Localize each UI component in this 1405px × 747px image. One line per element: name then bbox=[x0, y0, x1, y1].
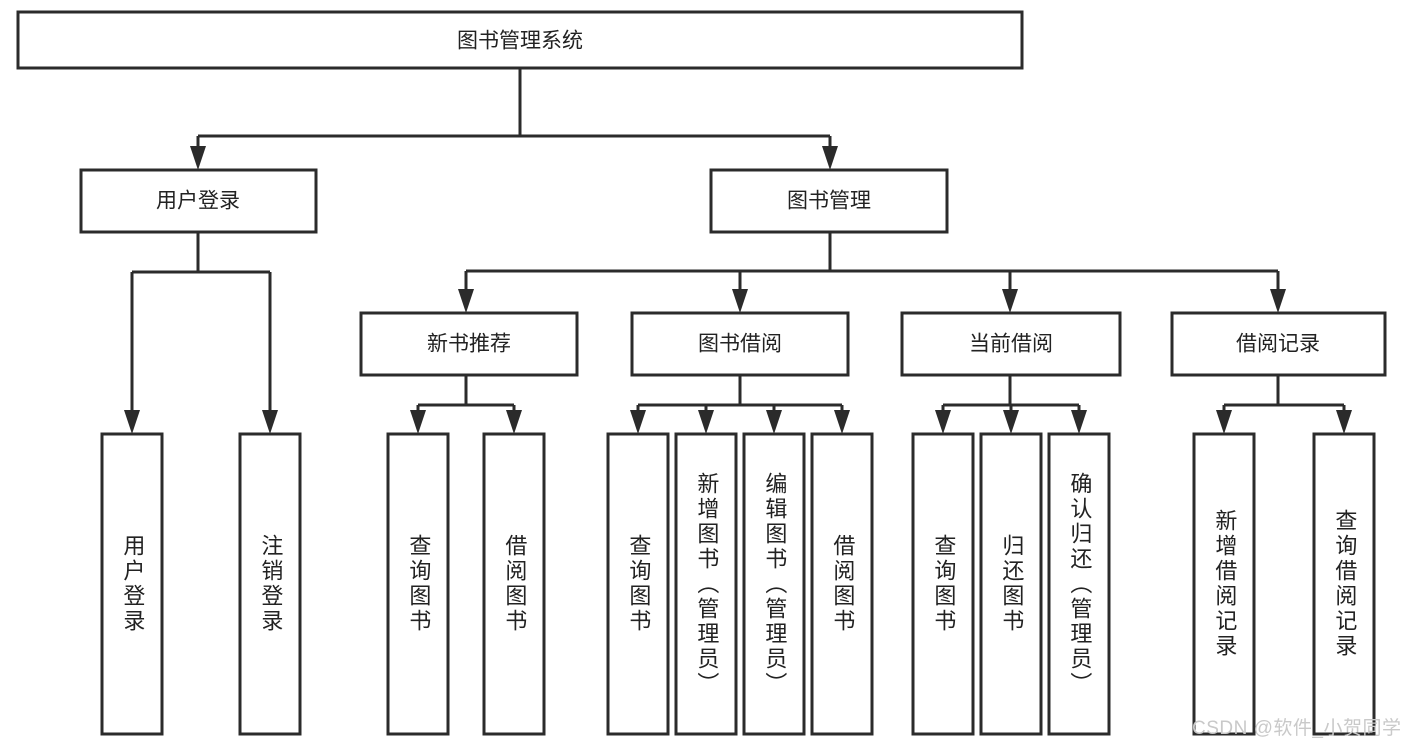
leaf-box[interactable] bbox=[979, 432, 1043, 736]
leaf-box[interactable] bbox=[1192, 432, 1256, 736]
node-book-borrow-label: 图书借阅 bbox=[698, 333, 782, 356]
node-current-borrow[interactable]: 当前借阅 bbox=[900, 311, 1122, 377]
leaf-user-login-logout[interactable] bbox=[238, 432, 302, 736]
connector-group-borrow-record bbox=[1216, 375, 1352, 434]
connector-group-new-book-recommend bbox=[410, 375, 522, 434]
arrow-head-user-login-child-1 bbox=[124, 410, 140, 434]
connector-group-book-manage bbox=[458, 232, 1286, 313]
arrow-head-bb-child-1 bbox=[630, 410, 646, 434]
leaf-user-login-login[interactable] bbox=[100, 432, 164, 736]
node-borrow-record[interactable]: 借阅记录 bbox=[1170, 311, 1387, 377]
node-root-label: 图书管理系统 bbox=[457, 30, 583, 53]
leaf-cb-return-book[interactable] bbox=[979, 432, 1043, 736]
arrow-head-book-manage bbox=[822, 146, 838, 170]
csdn-watermark: CSDN @软件_小贺同学 bbox=[1192, 718, 1402, 739]
leaf-box[interactable] bbox=[810, 432, 874, 736]
node-book-manage-box[interactable] bbox=[709, 168, 949, 234]
connector-group-user-login bbox=[124, 232, 278, 434]
leaf-nbr-query-book[interactable] bbox=[386, 432, 450, 736]
arrow-head-br-child-1 bbox=[1216, 410, 1232, 434]
leaf-box[interactable] bbox=[606, 432, 670, 736]
arrow-head-cb-child-1 bbox=[935, 410, 951, 434]
connector-group-root bbox=[190, 68, 838, 170]
leaf-bb-edit-book-admin[interactable] bbox=[742, 432, 806, 736]
leaf-box[interactable] bbox=[674, 432, 738, 736]
arrow-head-br-child-2 bbox=[1336, 410, 1352, 434]
leaf-cb-confirm-return-admin[interactable] bbox=[1047, 432, 1111, 736]
arrow-head-current-borrow bbox=[1002, 289, 1018, 313]
node-borrow-record-label: 借阅记录 bbox=[1236, 333, 1320, 356]
leaf-box[interactable] bbox=[742, 432, 806, 736]
node-new-book-recommend[interactable]: 新书推荐 bbox=[359, 311, 579, 377]
connector-group-book-borrow bbox=[630, 375, 850, 434]
node-book-manage[interactable]: 图书管理 bbox=[709, 168, 949, 234]
leaf-box[interactable] bbox=[482, 432, 546, 736]
node-root-box[interactable] bbox=[16, 10, 1024, 70]
node-borrow-record-box[interactable] bbox=[1170, 311, 1387, 377]
leaf-cb-query-book[interactable] bbox=[911, 432, 975, 736]
arrow-head-user-login bbox=[190, 146, 206, 170]
leaf-br-query-record[interactable] bbox=[1312, 432, 1376, 736]
leaf-bb-query-book[interactable] bbox=[606, 432, 670, 736]
node-user-login-label: 用户登录 bbox=[156, 190, 240, 213]
node-new-book-recommend-box[interactable] bbox=[359, 311, 579, 377]
leaf-nbr-borrow-book[interactable] bbox=[482, 432, 546, 736]
arrow-head-book-borrow bbox=[732, 289, 748, 313]
leaf-bb-borrow-book[interactable] bbox=[810, 432, 874, 736]
arrow-head-nbr-child-2 bbox=[506, 410, 522, 434]
node-user-login-box[interactable] bbox=[79, 168, 318, 234]
arrow-head-bb-child-2 bbox=[698, 410, 714, 434]
arrow-head-user-login-child-2 bbox=[262, 410, 278, 434]
leaf-box[interactable] bbox=[1047, 432, 1111, 736]
leaf-box[interactable] bbox=[238, 432, 302, 736]
leaf-box[interactable] bbox=[1312, 432, 1376, 736]
arrow-head-bb-child-3 bbox=[766, 410, 782, 434]
node-book-borrow[interactable]: 图书借阅 bbox=[630, 311, 850, 377]
arrow-head-cb-child-2 bbox=[1003, 410, 1019, 434]
arrow-head-nbr-child-1 bbox=[410, 410, 426, 434]
arrow-head-bb-child-4 bbox=[834, 410, 850, 434]
leaf-br-add-record[interactable] bbox=[1192, 432, 1256, 736]
node-current-borrow-box[interactable] bbox=[900, 311, 1122, 377]
node-book-borrow-box[interactable] bbox=[630, 311, 850, 377]
node-current-borrow-label: 当前借阅 bbox=[969, 333, 1053, 356]
node-root-system[interactable]: 图书管理系统 bbox=[16, 10, 1024, 70]
leaf-box[interactable] bbox=[911, 432, 975, 736]
arrow-head-new-book-recommend bbox=[458, 289, 474, 313]
node-user-login[interactable]: 用户登录 bbox=[79, 168, 318, 234]
leaf-box[interactable] bbox=[100, 432, 164, 736]
node-new-book-recommend-label: 新书推荐 bbox=[427, 333, 511, 356]
connector-group-current-borrow bbox=[935, 375, 1087, 434]
leaf-box[interactable] bbox=[386, 432, 450, 736]
arrow-head-cb-child-3 bbox=[1071, 410, 1087, 434]
leaf-bb-add-book-admin[interactable] bbox=[674, 432, 738, 736]
node-book-manage-label: 图书管理 bbox=[787, 190, 871, 213]
arrow-head-borrow-record bbox=[1270, 289, 1286, 313]
